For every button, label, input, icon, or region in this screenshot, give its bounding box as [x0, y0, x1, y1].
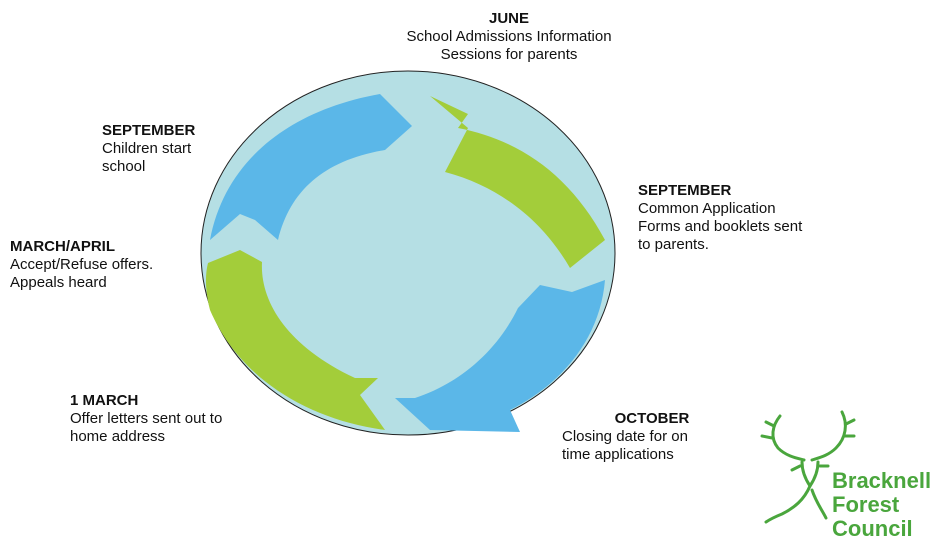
stage-october: OCTOBER Closing date for on time applica…: [552, 410, 752, 464]
stage-september-start-line-1: Children start: [102, 140, 192, 157]
stage-september-start-line-2: school: [102, 158, 146, 175]
arrow-june-to-september: [430, 96, 605, 268]
stage-june-heading: JUNE: [488, 10, 529, 27]
stage-june-line-2: Sessions for parents: [440, 46, 578, 63]
stage-march-april-line-2: Appeals heard: [10, 274, 107, 291]
stage-october-heading: OCTOBER: [614, 410, 690, 427]
stage-september-booklets: SEPTEMBER Common Application Forms and b…: [638, 182, 868, 254]
stage-march-april: MARCH/APRIL Accept/Refuse offers. Appeal…: [10, 238, 210, 292]
arrow-march-to-september: [210, 94, 412, 240]
stage-september-booklets-line-3: to parents.: [638, 236, 709, 253]
stage-october-line-1: Closing date for on: [562, 428, 688, 445]
stage-1-march-line-1: Offer letters sent out to: [70, 410, 223, 427]
logo-line-2: Forest: [832, 492, 900, 517]
logo-line-1: Bracknell: [832, 468, 931, 493]
bracknell-forest-council-logo: Bracknell Forest Council: [760, 410, 931, 541]
stage-1-march-line-2: home address: [70, 428, 166, 445]
stage-1-march-heading: 1 MARCH: [70, 392, 139, 409]
stage-october-line-2: time applications: [562, 446, 674, 463]
stag-head-icon: [760, 410, 856, 524]
stage-march-april-line-1: Accept/Refuse offers.: [10, 256, 154, 273]
stage-september-start-heading: SEPTEMBER: [102, 122, 196, 139]
stage-september-start: SEPTEMBER Children start school: [102, 122, 252, 176]
stage-september-booklets-line-1: Common Application: [638, 200, 776, 217]
stage-1-march: 1 MARCH Offer letters sent out to home a…: [70, 392, 300, 446]
stage-june-line-1: School Admissions Information: [406, 28, 612, 45]
arrow-october-to-march: [205, 250, 385, 430]
stage-september-booklets-heading: SEPTEMBER: [638, 182, 732, 199]
stage-march-april-heading: MARCH/APRIL: [10, 238, 115, 255]
arrow-september-to-october: [395, 280, 605, 432]
stage-june: JUNE School Admissions Information Sessi…: [364, 10, 654, 64]
logo-line-3: Council: [832, 516, 913, 541]
stage-september-booklets-line-2: Forms and booklets sent: [638, 218, 803, 235]
